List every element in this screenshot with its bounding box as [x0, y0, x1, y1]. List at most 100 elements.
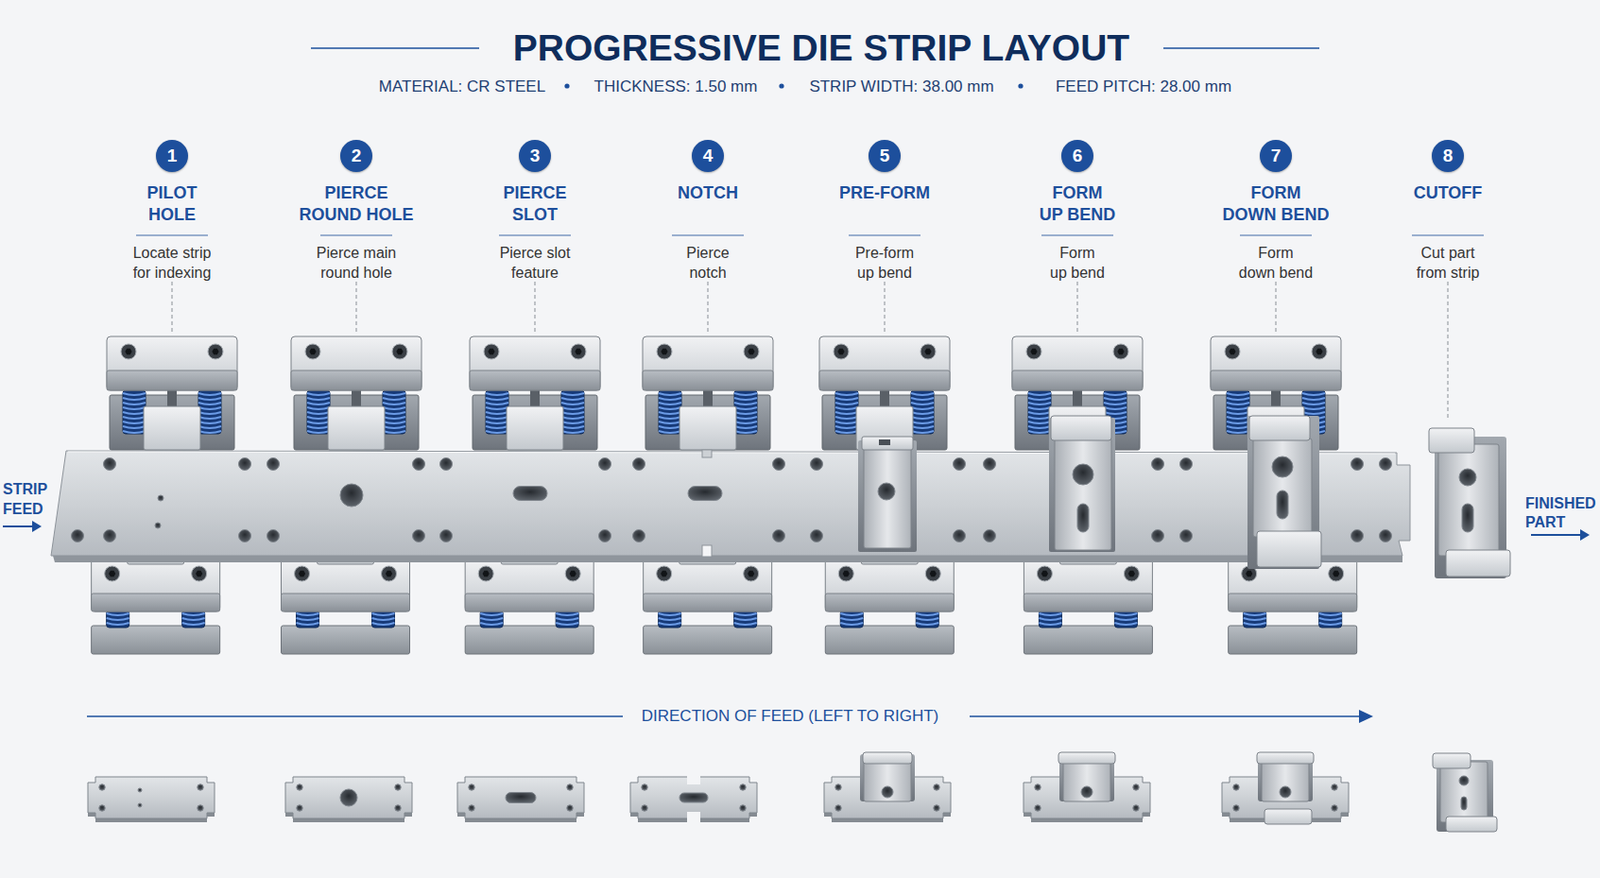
screw-head [656, 566, 672, 582]
lower-die-base [643, 625, 773, 654]
screw-socket [482, 570, 490, 577]
spring-coil [307, 426, 330, 429]
strip-highlight [68, 451, 1395, 454]
die-spring [1038, 610, 1062, 628]
spring-coil [658, 618, 682, 620]
strip-feed-arrow [2, 525, 35, 528]
spring-coil [122, 393, 146, 396]
spring-coil [915, 622, 939, 625]
screw-socket [837, 348, 844, 355]
pierced-hole [1233, 784, 1239, 791]
lower-die-plate [91, 558, 221, 612]
spring-coil [307, 421, 330, 424]
screw-head [392, 344, 408, 360]
spring-coil [835, 397, 859, 400]
pierced-hole [103, 458, 117, 471]
station-number: 1 [167, 145, 178, 167]
spring-coil [485, 393, 509, 396]
screw-socket [1228, 348, 1236, 355]
pierced-hole [835, 784, 842, 791]
pierced-slot [513, 486, 548, 501]
pierced-hole [1279, 786, 1291, 798]
screw-socket [660, 348, 668, 355]
station-name: FORM DOWN BEND [1207, 182, 1344, 226]
spring-coil [198, 421, 222, 424]
pierced-hole [197, 805, 204, 811]
steel-strip [51, 450, 1411, 556]
pierced-slot [1276, 490, 1289, 519]
pierced-hole [953, 530, 966, 543]
notch-cut [687, 775, 701, 785]
upper-die-front [819, 370, 950, 391]
station-number: 6 [1072, 145, 1084, 167]
pierced-hole [881, 786, 894, 798]
title-rule [1163, 47, 1320, 50]
station-number: 3 [530, 145, 541, 167]
die-spring [1028, 390, 1051, 434]
spring-coil [911, 402, 934, 405]
thumb-raised-web [1261, 759, 1309, 802]
thumb-raised-web [863, 759, 912, 802]
spring-coil [106, 613, 130, 616]
spring-coil [840, 622, 863, 625]
lower-die-base [825, 625, 954, 654]
pierced-hole [239, 530, 252, 543]
pierced-hole [1133, 784, 1139, 791]
screw-head [743, 344, 759, 360]
spring-coil [296, 613, 320, 616]
spring-coil [198, 407, 222, 410]
spring-coil [561, 416, 585, 419]
pierced-hole [1180, 458, 1193, 471]
screw-socket [747, 348, 755, 355]
station-name: PIERCE ROUND HOLE [288, 182, 425, 226]
upper-die-front [1210, 370, 1342, 391]
station-description: Cut part from strip [1400, 242, 1496, 283]
spring-coil [911, 412, 934, 414]
spring-coil [480, 622, 503, 625]
pierced-hole [1081, 786, 1093, 798]
station-number-circle: 2 [340, 139, 373, 173]
lower-die-front [91, 593, 221, 612]
station-description: Form up bend [1039, 242, 1116, 283]
station-number-circle: 7 [1259, 139, 1292, 173]
station-name: CUTOFF [1413, 182, 1483, 205]
spring-coil [1226, 412, 1250, 414]
spring-coil [307, 397, 330, 400]
spring-coil [658, 421, 682, 424]
pierced-slot [679, 792, 708, 803]
station-description: Pierce notch [674, 242, 741, 283]
name-underline [136, 234, 208, 237]
spring-coil [198, 393, 222, 396]
leader-line [171, 281, 173, 333]
pierced-hole [99, 784, 105, 791]
spring-coil [382, 421, 406, 424]
spring-coil [1103, 393, 1127, 396]
screw-socket [1030, 348, 1037, 355]
station-description: Pre-form up bend [837, 242, 932, 283]
screw-head [833, 344, 849, 360]
pierced-hole [1152, 458, 1165, 471]
pierced-hole [1459, 468, 1477, 486]
spring-coil [1302, 397, 1325, 400]
station-number: 8 [1443, 145, 1454, 167]
die-spring [658, 610, 682, 628]
spring-coil [1114, 613, 1137, 616]
pierced-hole [468, 784, 475, 791]
lower-die-base [1228, 625, 1358, 654]
screw-socket [1128, 570, 1136, 577]
spring-coil [734, 412, 757, 414]
station-number-circle: 3 [518, 139, 551, 173]
pierced-hole [296, 805, 303, 811]
spring-coil [307, 412, 330, 414]
spring-coil [1028, 412, 1051, 414]
spring-coil [1226, 402, 1250, 405]
pierced-hole [1233, 805, 1239, 811]
lower-die-front [643, 593, 773, 612]
die-spring [561, 390, 585, 434]
spring-coil [1103, 397, 1127, 400]
screw-head [570, 344, 586, 360]
screw-head [294, 566, 310, 582]
stripper-plate [506, 406, 564, 450]
